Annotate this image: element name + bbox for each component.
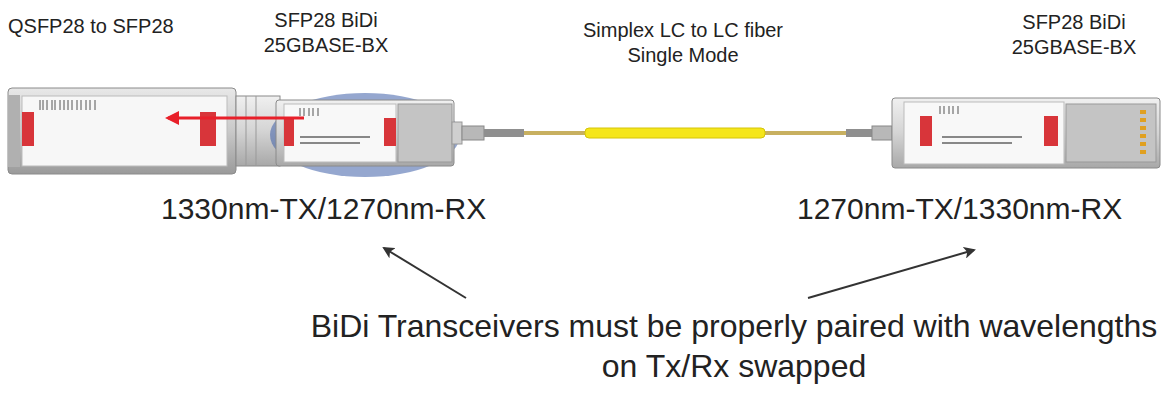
part-label: QSFP28 to SFP28 (8, 14, 174, 39)
part-label: SFP28 BiDi 25GBASE-BX (251, 8, 401, 58)
insert-arrow (168, 117, 304, 120)
wavelength-label: 1330nm-TX/1270nm-RX (161, 190, 486, 228)
part-label: SFP28 BiDi 25GBASE-BX (999, 10, 1149, 60)
qsfp28-adapter (8, 88, 280, 174)
leader-arrow (808, 250, 974, 298)
leader-arrow (384, 248, 466, 298)
wavelength-label: 1270nm-TX/1330nm-RX (797, 190, 1122, 228)
sfp28-module-right (892, 98, 1160, 168)
simplex-fiber (462, 126, 892, 140)
cable-label: Simplex LC to LC fiber Single Mode (563, 18, 803, 68)
sfp28-module-left (270, 93, 462, 177)
note-text: BiDi Transceivers must be properly paire… (304, 306, 1164, 386)
